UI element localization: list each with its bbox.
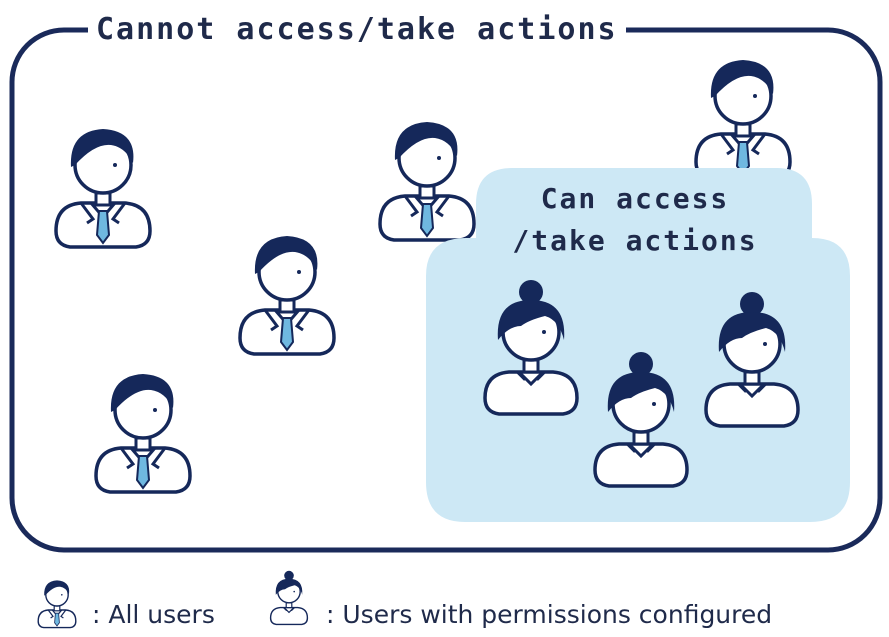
inner-group-label-line2: /take actions — [512, 224, 758, 257]
inner-group-label: Can access /take actions — [470, 178, 800, 262]
legend-permission-users-label: : Users with permissions configured — [326, 600, 773, 629]
inner-group-label-line1: Can access — [540, 182, 730, 215]
outer-group-label: Cannot access/take actions — [88, 10, 626, 50]
legend-all-users-label: : All users — [92, 600, 215, 629]
inner-group-area — [426, 168, 850, 522]
male-user-icon — [37, 579, 77, 629]
female-user-icon — [269, 570, 309, 626]
